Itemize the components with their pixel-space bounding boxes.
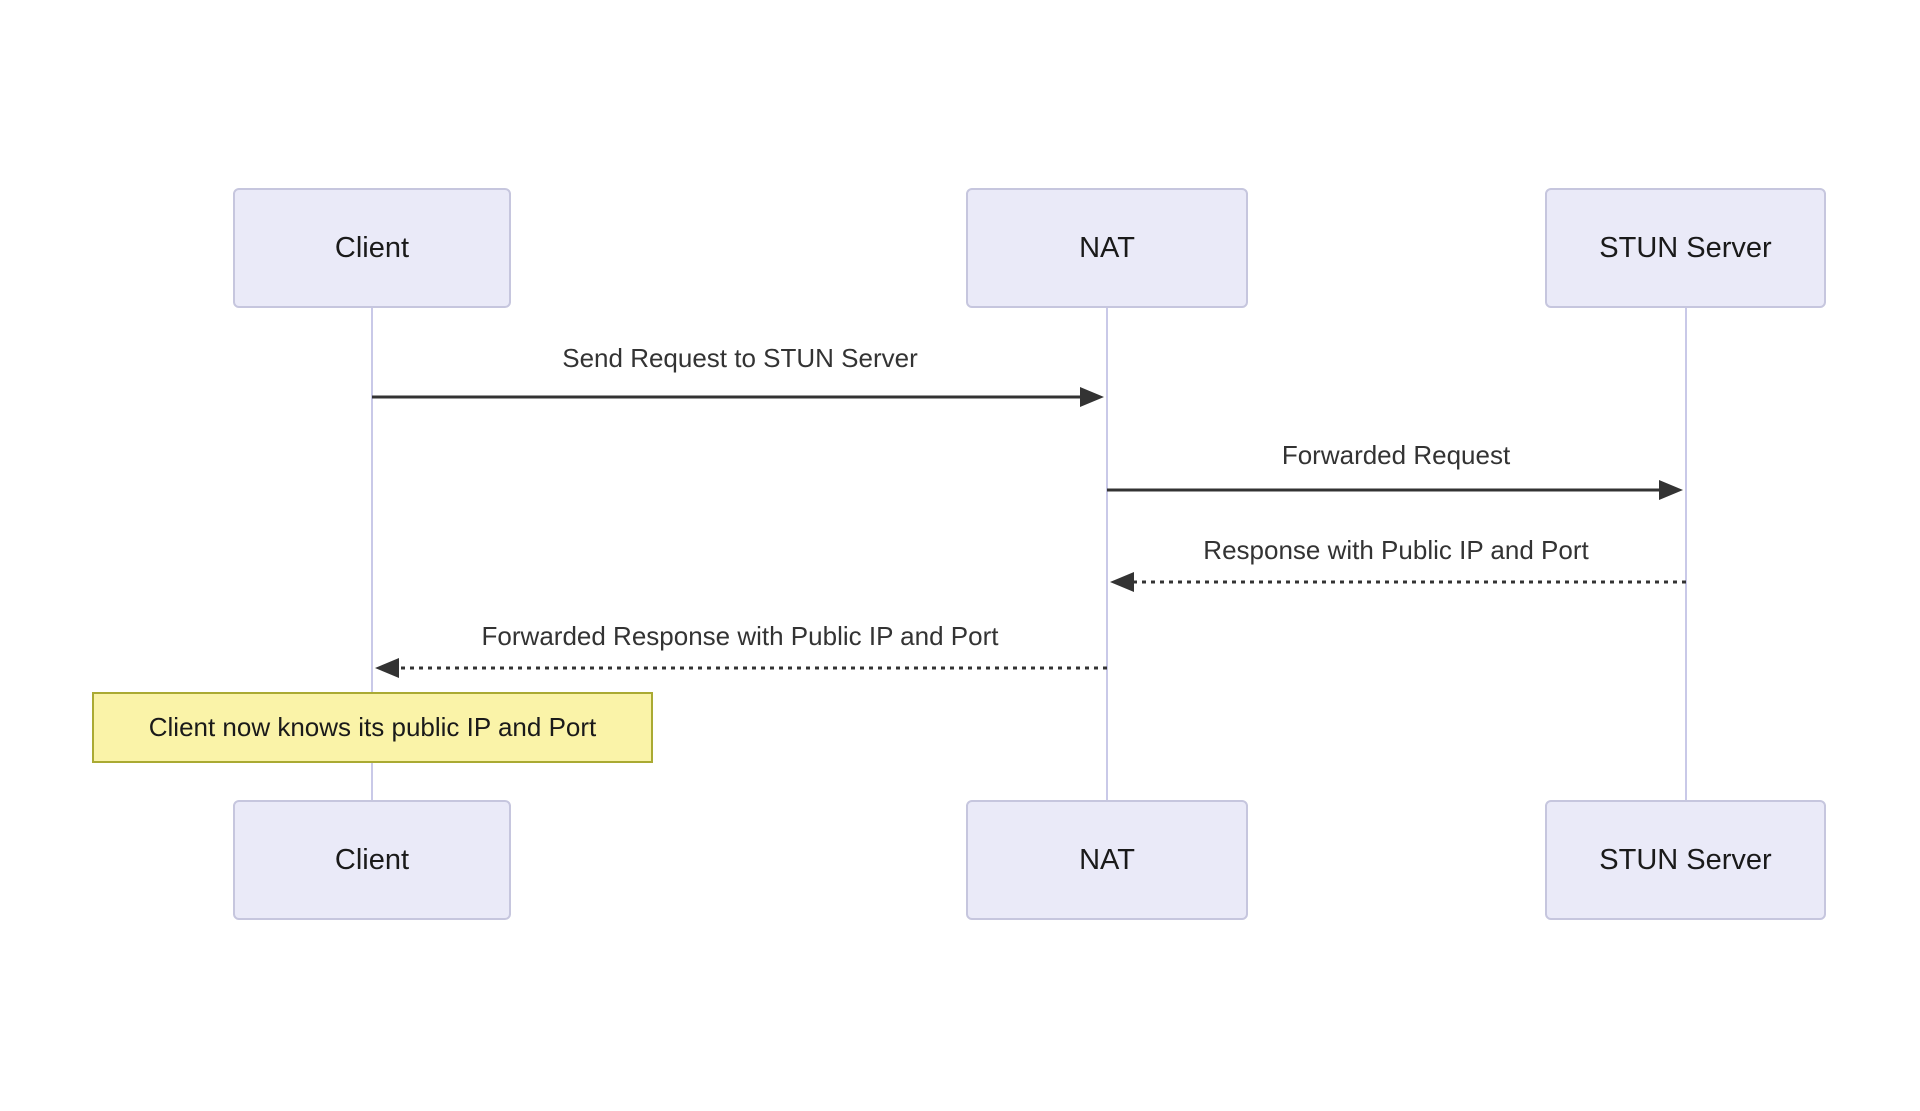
actor-label-nat: NAT	[1079, 231, 1135, 264]
actor-label-client-bottom: Client	[334, 843, 410, 876]
note-text: Client now knows its public IP and Port	[148, 712, 597, 742]
actor-label-stun-bottom: STUN Server	[1599, 843, 1772, 876]
message-3-label: Response with Public IP and Port	[1203, 535, 1589, 565]
actor-box-nat-bottom: NAT	[966, 800, 1248, 920]
actor-box-nat-top: NAT	[966, 188, 1248, 308]
actor-label-client: Client	[334, 231, 410, 264]
actor-box-stun-bottom: STUN Server	[1545, 800, 1826, 920]
actor-label-stun: STUN Server	[1599, 231, 1772, 264]
actor-box-client-bottom: Client	[233, 800, 511, 920]
message-1-label: Send Request to STUN Server	[562, 343, 918, 373]
message-1-arrowhead	[1080, 387, 1104, 407]
message-3-arrowhead	[1110, 572, 1134, 592]
actor-box-client-top: Client	[233, 188, 511, 308]
actor-label-nat-bottom: NAT	[1079, 843, 1135, 876]
message-2-label: Forwarded Request	[1281, 440, 1511, 470]
message-2-arrowhead	[1659, 480, 1683, 500]
actor-box-stun-top: STUN Server	[1545, 188, 1826, 308]
message-4-arrowhead	[375, 658, 399, 678]
message-4-label: Forwarded Response with Public IP and Po…	[481, 621, 999, 651]
note-box: Client now knows its public IP and Port	[92, 692, 653, 763]
